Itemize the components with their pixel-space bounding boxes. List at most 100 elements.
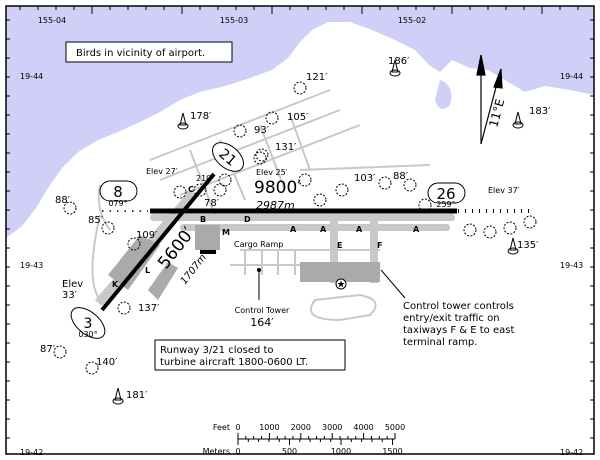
latitude-label: 19-43 xyxy=(20,261,43,270)
runway-26-elevation: Elev 37′ xyxy=(488,186,520,195)
taxiway-label: F xyxy=(377,241,382,250)
tree-icon xyxy=(298,173,312,187)
tower-note: Control tower controls xyxy=(403,301,514,312)
scale-meter-tick-label: 0 xyxy=(235,447,240,456)
scale-feet-tick-label: 3000 xyxy=(322,423,342,432)
taxiway-label: A xyxy=(356,225,363,234)
runway-3-end-marker xyxy=(70,307,106,339)
tree-icon xyxy=(127,237,141,251)
cargo-building xyxy=(200,250,216,254)
latitude-label: 19-44 xyxy=(20,72,43,81)
obstacle-height: 178′ xyxy=(190,111,212,122)
longitude-label: 155-02 xyxy=(398,16,426,25)
north-arrow-icon xyxy=(476,54,503,145)
scale-feet-label: Feet xyxy=(213,423,230,432)
birds-note: Birds in vicinity of airport. xyxy=(76,48,205,59)
latitude-label: 19-42 xyxy=(20,448,43,457)
obstacle-height: 135′ xyxy=(517,240,539,251)
island xyxy=(435,80,452,109)
tree-icon xyxy=(523,215,537,229)
tower-obstacle-icon xyxy=(114,387,122,401)
runway-3-21-length-m: 1707m xyxy=(179,252,209,287)
runway-21-elevation: Elev 25′ xyxy=(256,168,288,177)
tree-icon xyxy=(173,185,187,199)
runway-3-number: 3 xyxy=(84,316,93,332)
tree-icon xyxy=(335,183,349,197)
tower-note: entry/exit traffic on xyxy=(403,313,500,324)
runway-21-heading: 210° xyxy=(196,174,215,183)
obstacle-height: 85′ xyxy=(88,215,104,226)
obstacle-height: 140′ xyxy=(96,357,118,368)
tree-icon xyxy=(101,221,115,235)
obstacle-height: 121′ xyxy=(306,72,328,83)
taxiway-label: D xyxy=(244,215,251,224)
aprons xyxy=(108,225,380,300)
scale-meter-tick-label: 1500 xyxy=(382,447,402,456)
chart-frame xyxy=(5,5,595,455)
tree-icon xyxy=(265,111,279,125)
border-ticks xyxy=(6,6,594,439)
obstacle-height: 105′ xyxy=(287,112,309,123)
runway-8-heading: 079° xyxy=(108,199,127,208)
tower-obstacle-base xyxy=(389,69,401,77)
runway-8-26-length-m: 2987m xyxy=(256,199,295,212)
obstacle-height: 103′ xyxy=(354,173,376,184)
tree-icon xyxy=(293,81,307,95)
tower-note: terminal ramp. xyxy=(403,337,477,348)
magnetic-variation: 11°E xyxy=(486,97,507,128)
scale-meters-label: Meters xyxy=(203,447,230,456)
latitude-label: 19-44 xyxy=(560,72,583,81)
taxiway-label: A xyxy=(320,225,327,234)
taxiway-label: E xyxy=(337,241,342,250)
runway-8-elevation: Elev 27′ xyxy=(146,167,178,176)
obstacle-height: 109′ xyxy=(136,230,158,241)
tower-obstacle-base xyxy=(177,122,189,130)
runway-8-number: 8 xyxy=(113,183,123,201)
tree-icon xyxy=(313,193,327,207)
obstacle-marks xyxy=(53,59,537,405)
runway-21-end-marker xyxy=(212,142,244,172)
tower-obstacle-base xyxy=(512,121,524,129)
tree-icon xyxy=(253,151,267,165)
taxiway-label: M xyxy=(222,228,230,237)
birds-note-box xyxy=(65,41,233,63)
tower-note: taxiways F & E to east xyxy=(403,325,514,336)
control-tower-label: Control Tower xyxy=(235,306,290,315)
tower-obstacle-base xyxy=(507,247,519,255)
tree-icon xyxy=(255,148,269,162)
longitude-label: 155-04 xyxy=(38,16,66,25)
water-area xyxy=(6,6,594,238)
tree-icon xyxy=(463,223,477,237)
runway-3-21 xyxy=(100,172,216,312)
taxiway-label: C xyxy=(188,185,194,194)
cargo-ramp-label: Cargo Ramp xyxy=(234,240,283,249)
tree-icon xyxy=(117,301,131,315)
tree-icon xyxy=(85,361,99,375)
tower-obstacle-icon xyxy=(391,59,399,73)
closure-note: turbine aircraft 1800-0600 LT. xyxy=(160,357,308,368)
beacon-star-icon xyxy=(337,280,345,288)
closure-note-box xyxy=(154,339,346,371)
tree-icon xyxy=(63,201,77,215)
runway-26-end-marker xyxy=(427,182,466,204)
scale-meter-tick-label: 500 xyxy=(282,447,297,456)
tower-obstacle-base xyxy=(112,397,124,405)
obstacle-height: 88′ xyxy=(393,171,409,182)
tower-obstacle-icon xyxy=(514,111,522,125)
latitude-label: 19-42 xyxy=(560,448,583,457)
obstacle-height: 87′ xyxy=(40,344,56,355)
tree-icon xyxy=(378,176,392,190)
obstacle-height: 93′ xyxy=(254,125,270,136)
tree-icon xyxy=(403,178,417,192)
closure-note: Runway 3/21 closed to xyxy=(160,345,274,356)
runway-26-number: 26 xyxy=(436,185,455,203)
tower-obstacle-icon xyxy=(509,237,517,251)
taxiway-label: L xyxy=(145,266,150,275)
tower-obstacle-icon xyxy=(179,112,187,126)
runway-26-heading: 259° xyxy=(436,200,455,209)
scale-meter-tick-label: 1000 xyxy=(331,447,351,456)
tree-icon xyxy=(233,124,247,138)
scale-feet-tick-label: 0 xyxy=(235,423,240,432)
runway-3-elevation: 33′ xyxy=(62,290,78,301)
